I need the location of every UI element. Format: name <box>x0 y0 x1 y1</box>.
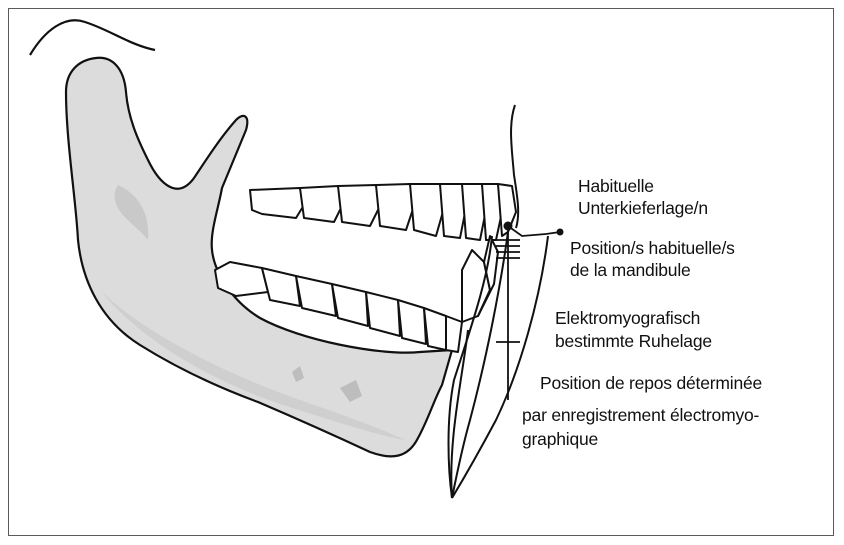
label-rest-fr-2: par enregistrement électromyo- <box>522 404 759 426</box>
label-rest-fr-1: Position de repos déterminée <box>540 372 762 394</box>
leader-end-point <box>557 229 564 236</box>
skull-contour <box>30 20 155 55</box>
upper-teeth <box>250 184 516 240</box>
label-habitual-fr-1: Position/s habituelle/s <box>570 237 735 259</box>
label-rest-fr-3: graphique <box>522 428 598 450</box>
label-habitual-de-1: Habituelle <box>578 175 654 197</box>
mandible <box>66 58 452 457</box>
soft-tissue-inner <box>451 330 468 498</box>
label-rest-de-2: bestimmte Ruhelage <box>555 330 712 352</box>
label-rest-de-1: Elektromyografisch <box>555 307 700 329</box>
label-habitual-fr-2: de la mandibule <box>570 259 691 281</box>
label-habitual-de-2: Unterkieferlage/n <box>578 197 708 219</box>
